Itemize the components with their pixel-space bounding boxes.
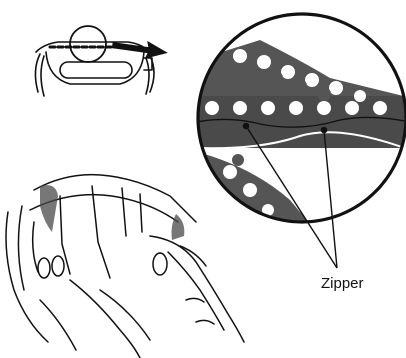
watch-illustration [35, 26, 154, 96]
arrow-right-icon [111, 36, 169, 62]
zipper-label: Zipper [321, 275, 364, 293]
magnify-circle-small [70, 26, 106, 62]
magnified-zipper [180, 14, 406, 260]
